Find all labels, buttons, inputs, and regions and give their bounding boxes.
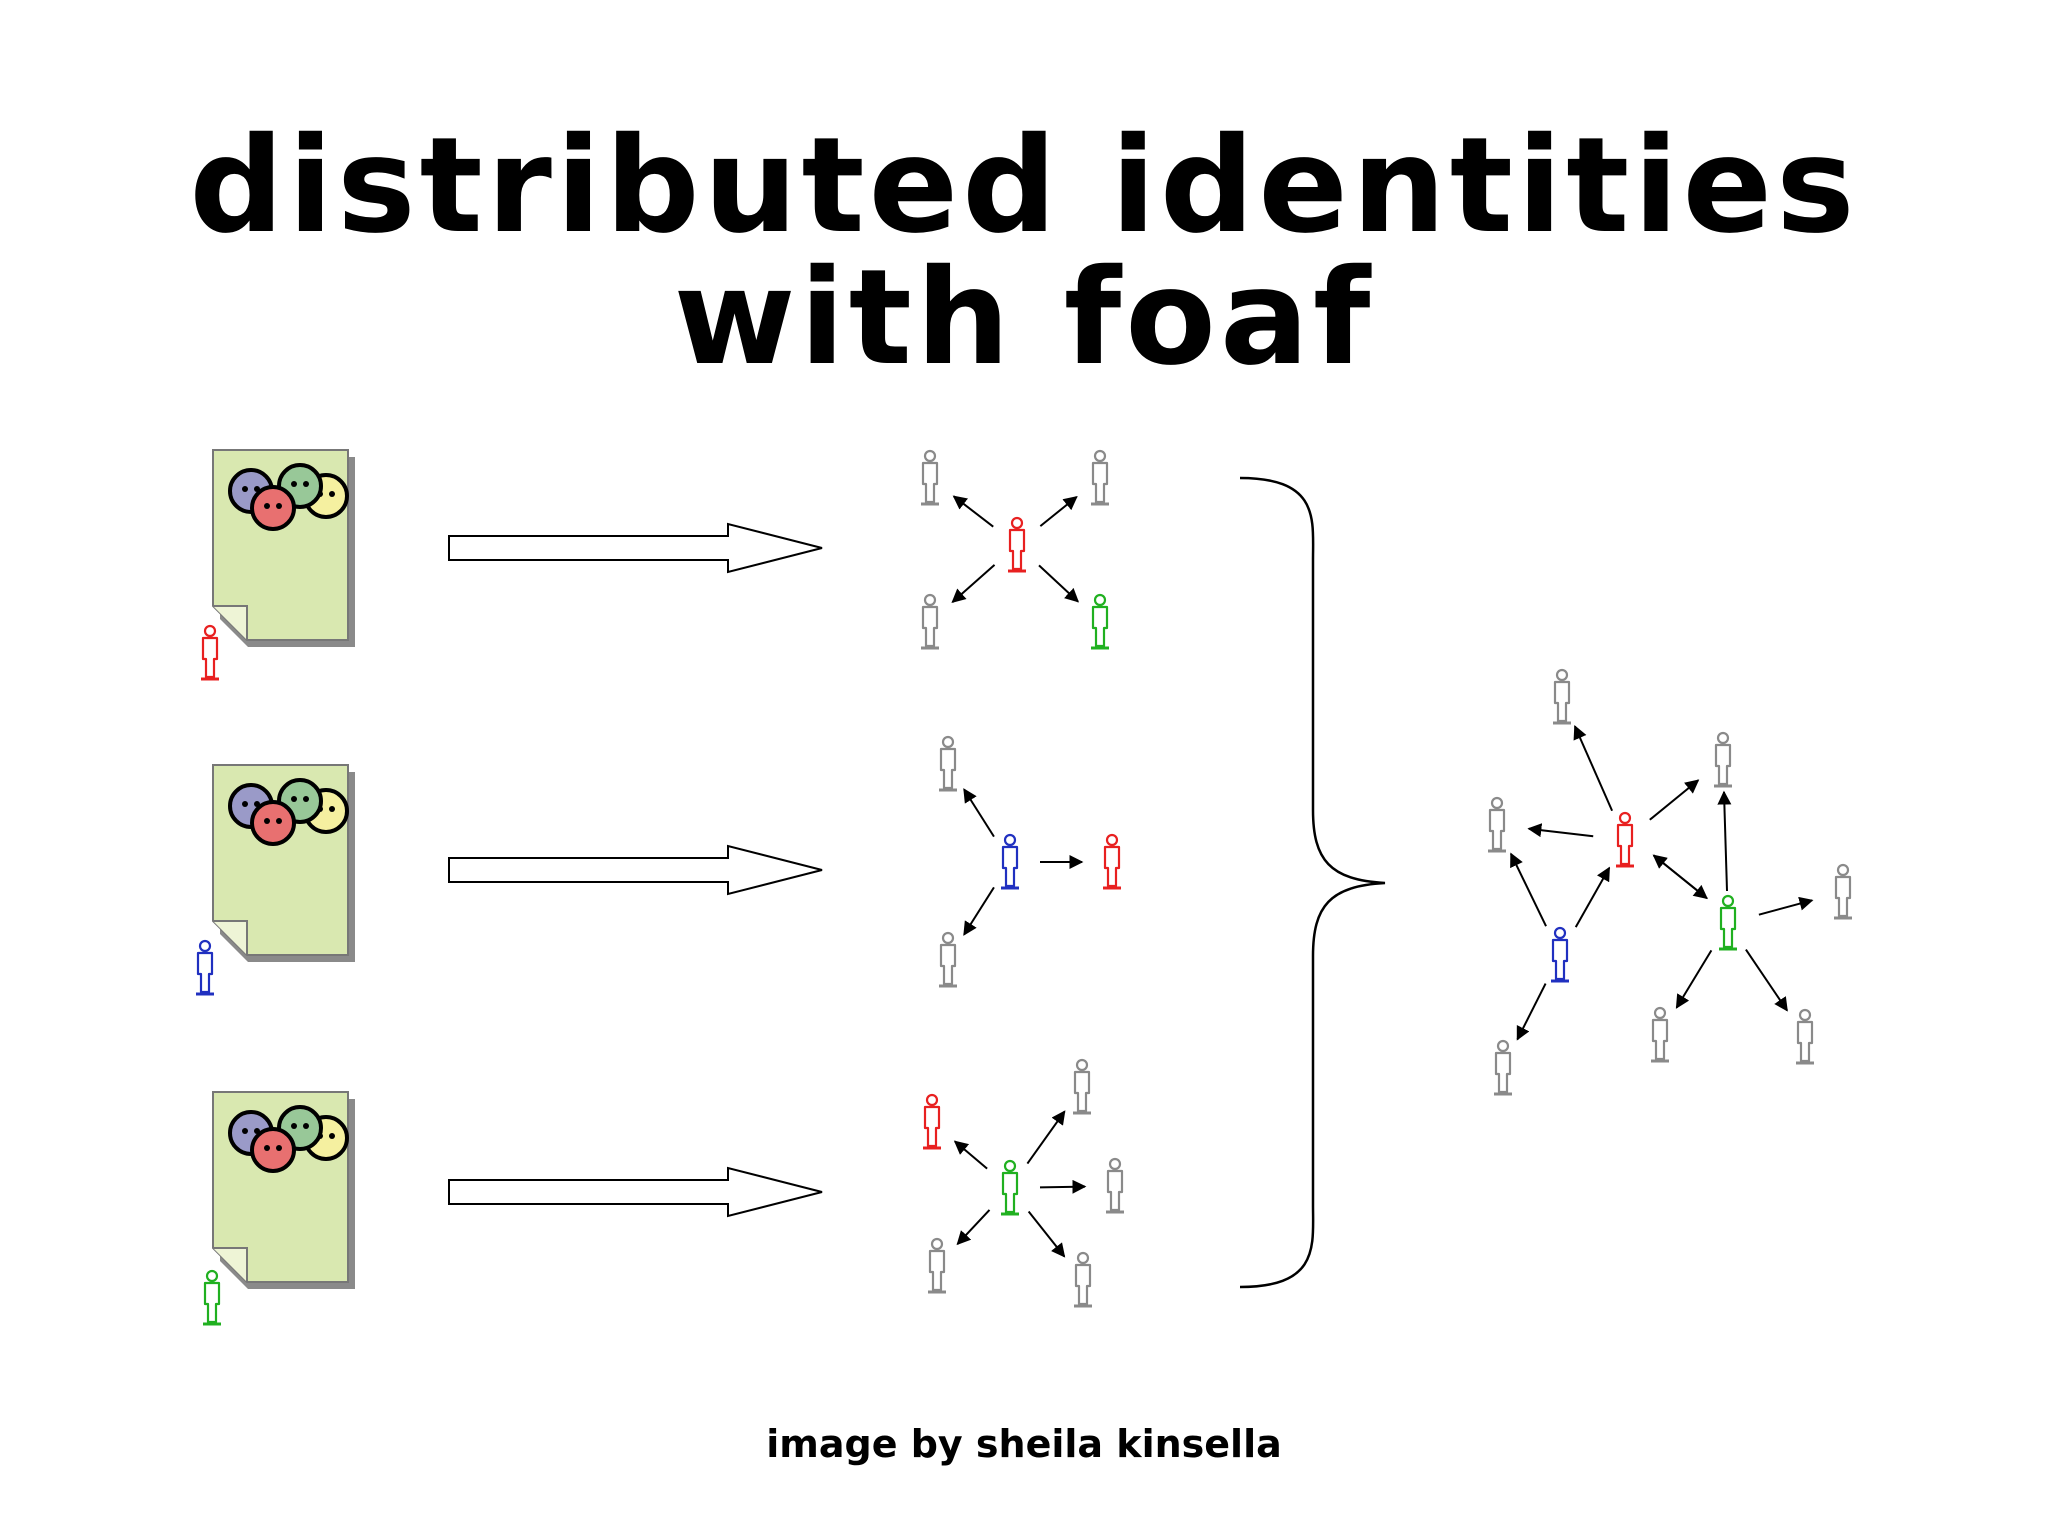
knows-arrow [1675,949,1713,1009]
knows-arrow [1527,823,1594,838]
gray-person-icon [1714,731,1732,788]
foaf-document [212,449,355,647]
merged-graph [1488,668,1852,1096]
knows-arrow [1717,790,1732,892]
transform-arrows [448,522,823,1218]
red-face-icon [250,485,296,531]
knows-arrow [956,1209,991,1246]
red-person-icon [1103,833,1121,890]
personal-graph [923,1058,1124,1308]
knows-arrow [952,495,994,528]
document-owner-person-icon [201,624,219,681]
transform-arrow [448,1166,823,1218]
gray-person-icon [1488,796,1506,853]
gray-person-icon [1091,449,1109,506]
gray-person-icon [1073,1058,1091,1115]
gray-person-icon [1106,1157,1124,1214]
gray-person-icon [1651,1006,1669,1063]
knows-arrow [1038,564,1080,603]
gray-person-icon [1796,1008,1814,1065]
hub-person-icon [1008,516,1026,573]
knows-arrow [1758,896,1814,916]
foaf-document [212,764,355,962]
gray-person-icon [939,931,957,988]
knows-arrow [1652,854,1708,900]
personal-graph [939,735,1121,988]
hub-person-icon [1001,1159,1019,1216]
image-credit: image by sheila kinsella [766,1422,1282,1466]
knows-arrow [1649,779,1700,821]
personal-graph [921,449,1109,650]
gray-person-icon [928,1237,946,1294]
knows-arrow [1026,1110,1066,1165]
gray-person-icon [921,449,939,506]
knows-arrow [1510,852,1547,927]
transform-arrow [448,844,823,896]
knows-arrow [951,564,996,604]
knows-arrow [1516,983,1547,1041]
red-person-icon [923,1093,941,1150]
knows-arrow [1574,866,1611,928]
knows-arrow [1027,1210,1066,1258]
knows-arrow [963,788,995,838]
transform-arrow [448,522,823,574]
document-owner-person-icon [196,939,214,996]
knows-arrow [1573,725,1614,812]
knows-arrow [1039,495,1078,527]
red-face-icon [250,800,296,846]
green-person-icon [1719,894,1737,951]
gray-person-icon [921,593,939,650]
green-person-icon [1091,593,1109,650]
red-person-icon [1616,811,1634,868]
gray-person-icon [1074,1251,1092,1308]
hub-person-icon [1001,833,1019,890]
gray-person-icon [939,735,957,792]
gray-person-icon [1553,668,1571,725]
gray-person-icon [1494,1039,1512,1096]
red-face-icon [250,1127,296,1173]
slide-title: distributed identities with foaf [189,109,1859,395]
knows-arrow [1039,1179,1087,1194]
individual-graphs [921,449,1124,1308]
knows-arrow [1745,948,1788,1012]
foaf-documents [196,449,355,1326]
knows-arrow [953,1140,988,1170]
merge-brace [1239,476,1386,1289]
foaf-document [212,1091,355,1289]
document-owner-person-icon [203,1269,221,1326]
knows-arrow [963,886,995,936]
blue-person-icon [1551,926,1569,983]
gray-person-icon [1834,863,1852,920]
